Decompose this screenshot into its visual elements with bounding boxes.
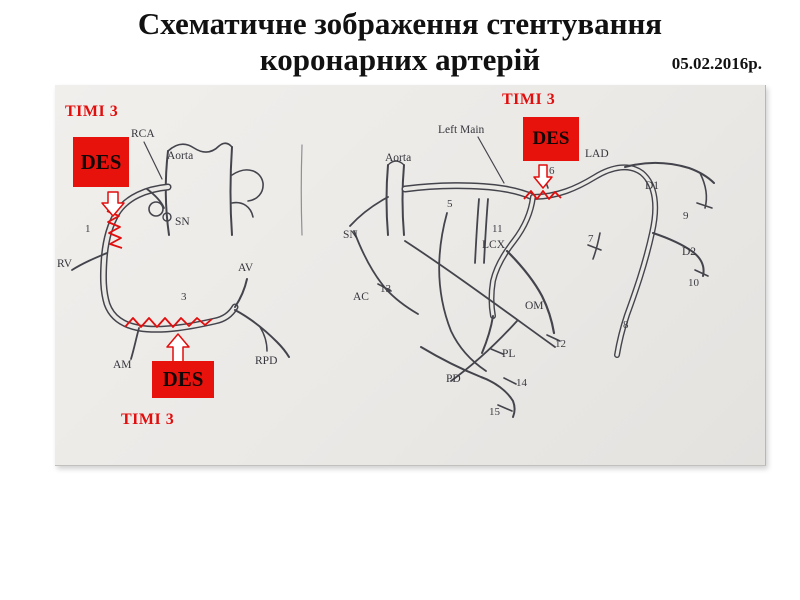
label-pd: PD	[446, 373, 461, 385]
aorta-top-edge	[387, 160, 405, 166]
stents	[106, 190, 562, 328]
label-seg-13: 13	[380, 283, 392, 295]
scanned-diagram-paper: RCA Aorta SN RV AV AM RPD 1 3 Left Main …	[55, 85, 766, 466]
sn-loop-large	[148, 201, 164, 217]
lad-lumen	[531, 165, 657, 357]
label-lcx: LCX	[482, 239, 506, 251]
atrial-appendage-sketch	[231, 169, 264, 202]
label-sn-right: SN	[343, 229, 358, 241]
segment7-twig	[592, 232, 601, 260]
sketch-line	[438, 212, 487, 372]
label-seg-7: 7	[588, 233, 594, 245]
label-am: AM	[113, 359, 132, 371]
coronary-sketch-svg: RCA Aorta SN RV AV AM RPD 1 3 Left Main …	[57, 124, 715, 418]
d2-branch	[652, 232, 705, 277]
label-d1: D1	[645, 180, 659, 192]
label-seg-5: 5	[447, 198, 453, 210]
left-main-label-leader	[477, 136, 505, 184]
lcx-lumen	[489, 195, 535, 318]
d1-twig	[699, 172, 708, 209]
segment-tick-10	[694, 269, 709, 277]
sketch-line	[300, 144, 303, 236]
aorta-wall-right	[229, 146, 233, 236]
label-om: OM	[525, 300, 544, 312]
left-main-lumen	[403, 183, 535, 199]
label-rca: RCA	[131, 128, 155, 140]
des-stent-box-left-top: DES	[73, 137, 129, 187]
sn-loop-small	[162, 212, 172, 222]
label-seg-15: 15	[489, 406, 501, 418]
segment-tick-15	[497, 404, 513, 412]
appendage-lower-line	[231, 201, 254, 218]
timi3-label-left-top: TIMI 3	[65, 103, 119, 120]
label-left-main: Left Main	[438, 124, 485, 136]
aorta-wall-left	[164, 150, 170, 236]
label-lad: LAD	[585, 148, 609, 160]
aorta-top-edge	[167, 142, 233, 153]
label-rv: RV	[57, 258, 73, 270]
label-seg-6: 6	[549, 165, 555, 177]
segment5-wall-left	[474, 198, 480, 264]
left-diagram-sketch	[71, 141, 303, 360]
rca-label-leader	[143, 141, 163, 180]
label-pl: PL	[502, 348, 515, 360]
segment-tick-9	[696, 202, 713, 209]
label-seg-3: 3	[181, 291, 187, 303]
label-seg-10: 10	[688, 277, 700, 289]
aorta-wall-left	[385, 164, 389, 236]
right-diagram-sketch	[349, 136, 715, 418]
stent-rca-distal	[124, 317, 213, 328]
arrow-down-icon	[101, 191, 125, 217]
title-line-2: коронарних артерій	[259, 41, 541, 77]
label-seg-11: 11	[492, 223, 503, 235]
timi3-label-left-bottom: TIMI 3	[121, 411, 175, 428]
am-branch	[130, 327, 140, 360]
arrow-up-icon	[166, 333, 190, 363]
d1-branch	[624, 161, 715, 184]
segment-tick-7	[587, 244, 602, 251]
label-seg-1: 1	[85, 223, 91, 235]
segment-tick-14	[503, 377, 517, 385]
label-sn-left: SN	[175, 216, 190, 228]
segment5-wall-right	[483, 198, 489, 264]
segment-tick-pl	[490, 348, 504, 355]
des-stent-box-right: DES	[523, 117, 579, 161]
label-d2: D2	[682, 246, 696, 258]
stent-lad-proximal	[523, 190, 562, 200]
des-stent-box-left-bottom: DES	[152, 361, 214, 398]
label-seg-12: 12	[555, 338, 566, 350]
segment-tick-13	[377, 283, 392, 292]
om-branch	[505, 249, 556, 335]
timi3-label-right-top: TIMI 3	[502, 91, 556, 108]
arrow-down-icon	[533, 164, 553, 189]
av-branch	[234, 278, 248, 308]
segment-tick-12	[546, 334, 561, 342]
rca-vessel-lumen	[101, 185, 237, 332]
label-rpd: RPD	[255, 355, 277, 367]
aorta-wall-right	[401, 164, 405, 236]
rv-branch	[71, 252, 108, 271]
label-ac: AC	[353, 291, 369, 303]
pd-branch	[420, 346, 516, 418]
rca-vessel-outline	[99, 183, 239, 333]
label-av: AV	[238, 262, 254, 274]
title-line-1: Схематичне зображення стентування	[137, 6, 663, 41]
sn-branch	[349, 196, 389, 227]
arrows	[101, 164, 553, 363]
pl-branch	[481, 315, 494, 354]
rpd-branch	[234, 309, 290, 358]
label-seg-8: 8	[623, 319, 629, 331]
stent-rca-proximal	[106, 210, 123, 249]
label-seg-14: 14	[516, 377, 528, 389]
label-aorta-right: Aorta	[385, 152, 411, 164]
label-seg-9: 9	[683, 210, 689, 222]
sketch-line	[450, 320, 518, 382]
slide-date: 05.02.2016р.	[671, 54, 762, 73]
sketch-line	[404, 240, 556, 348]
septal-twig	[259, 326, 268, 352]
label-aorta-left: Aorta	[167, 150, 193, 162]
